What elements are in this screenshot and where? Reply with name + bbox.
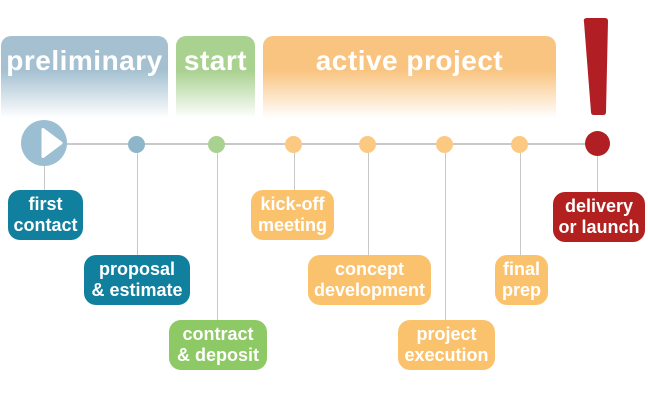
milestone-dot [511,136,528,153]
exclamation-icon [583,18,608,115]
milestone-dot [359,136,376,153]
play-icon [41,128,63,158]
connector-line [519,153,521,255]
milestone-label-proposal-estimate: proposal & estimate [84,255,190,305]
milestone-dot [128,136,145,153]
end-marker-dot [585,131,610,156]
milestone-label-final-prep: final prep [495,255,548,305]
phase-header-active-project: active project [263,36,556,118]
phase-header-start: start [176,36,255,118]
connector-line [367,153,369,255]
milestone-label-project-execution: project execution [398,320,495,370]
connector-line [136,153,138,255]
connector-line [43,166,45,191]
connector-line [444,153,446,320]
milestone-dot [285,136,302,153]
milestone-label-delivery-launch: delivery or launch [553,192,645,242]
milestone-label-first-contact: first contact [8,190,83,240]
milestone-label-contract-deposit: contract & deposit [169,320,267,370]
timeline-line [44,143,598,145]
phase-header-preliminary: preliminary [1,36,168,118]
connector-line [293,153,295,191]
connector-line [596,154,598,193]
milestone-dot [436,136,453,153]
connector-line [216,153,218,320]
milestone-label-kickoff-meeting: kick-off meeting [251,190,334,240]
start-marker-circle [21,120,67,166]
milestone-dot [208,136,225,153]
milestone-label-concept-development: concept development [308,255,431,305]
